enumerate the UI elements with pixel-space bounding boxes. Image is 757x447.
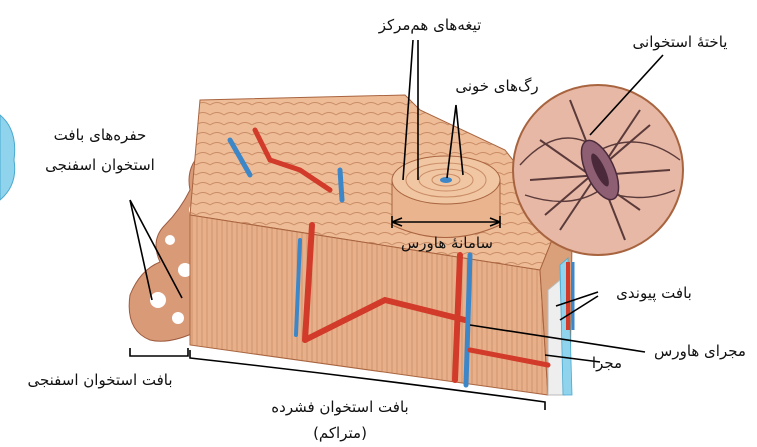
label-connective-tissue: بافت پیوندی bbox=[616, 284, 692, 303]
label-concentric-lamellae: تیغه‌های هم‌مرکز bbox=[378, 16, 482, 34]
label-spongy-cavities-2: استخوان اسفنجی bbox=[45, 156, 155, 174]
label-compact-bone-1: بافت استخوان فشرده bbox=[271, 398, 408, 416]
side-accent-shape bbox=[0, 115, 15, 200]
haversian-cylinder bbox=[392, 156, 500, 238]
label-haversian-canal: مجرای هاورس bbox=[654, 342, 746, 360]
label-haversian-system: سامانهٔ هاورس bbox=[401, 234, 493, 252]
label-blood-vessels: رگ‌های خونی bbox=[455, 77, 538, 95]
osteocyte-magnified bbox=[513, 85, 683, 255]
label-spongy-bone: بافت استخوان اسفنجی bbox=[27, 371, 172, 389]
label-compact-bone-2: (متراکم) bbox=[313, 424, 367, 442]
label-spongy-cavities-1: حفره‌های بافت bbox=[54, 126, 147, 144]
label-canal: مجرا bbox=[592, 354, 622, 372]
spongy-bracket bbox=[130, 348, 188, 356]
label-osteocyte: یاختهٔ استخوانی bbox=[633, 33, 728, 51]
